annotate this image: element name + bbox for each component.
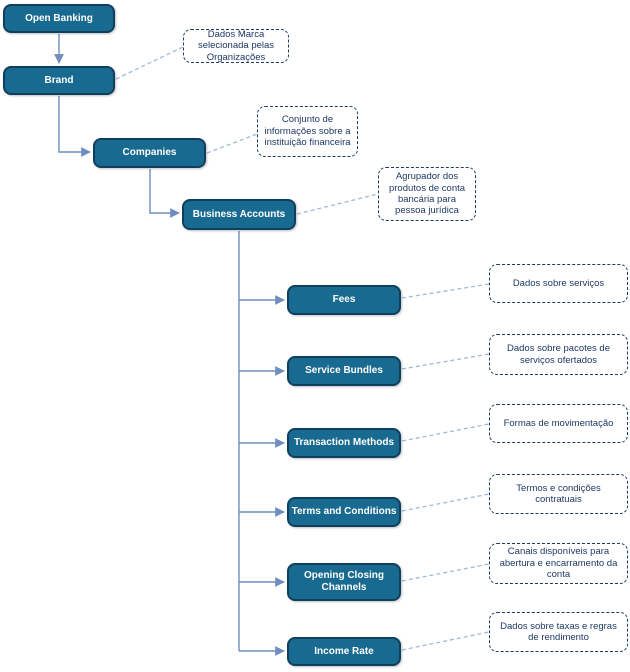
note-text: Dados sobre pacotes de serviços ofertado…	[507, 343, 610, 366]
node-label: Open Banking	[25, 12, 93, 24]
node-fees: Fees	[287, 285, 401, 315]
node-opening-closing-channels: Opening Closing Channels	[287, 563, 401, 601]
node-terms-and-conditions: Terms and Conditions	[287, 497, 401, 527]
note-business-accounts: Agrupador dos produtos de conta bancária…	[378, 167, 476, 221]
node-label: Companies	[122, 147, 177, 158]
note-service-bundles: Dados sobre pacotes de serviços ofertado…	[489, 334, 628, 375]
note-income-rate: Dados sobre taxas e regras de rendimento	[489, 612, 628, 652]
node-label: Opening Closing Channels	[304, 570, 384, 593]
note-terms-and-conditions: Termos e condições contratuais	[489, 474, 628, 514]
note-companies: Conjunto de informações sobre a institui…	[257, 106, 358, 157]
node-transaction-methods: Transaction Methods	[287, 428, 401, 458]
node-brand: Brand	[3, 66, 115, 95]
note-text: Dados Marca selecionada pelas Organizaçõ…	[197, 28, 275, 63]
node-income-rate: Income Rate	[287, 637, 401, 666]
note-text: Agrupador dos produtos de conta bancária…	[388, 171, 466, 217]
note-brand: Dados Marca selecionada pelas Organizaçõ…	[183, 29, 289, 63]
link-businessaccounts-note	[296, 193, 379, 215]
note-fees: Dados sobre serviços	[489, 264, 628, 303]
node-business-accounts: Business Accounts	[182, 199, 296, 230]
node-label: Service Bundles	[305, 365, 383, 376]
note-text: Formas de movimentação	[503, 417, 614, 429]
link-servicebundles-note	[401, 353, 490, 370]
note-text: Dados sobre serviços	[512, 277, 605, 289]
node-label: Terms and Conditions	[291, 506, 397, 517]
note-text: Conjunto de informações sobre a institui…	[264, 114, 351, 149]
node-label: Fees	[332, 294, 356, 305]
note-text: Canais disponíveis para abertura e encar…	[499, 546, 618, 581]
link-companies-note	[206, 133, 258, 154]
node-label: Transaction Methods	[293, 437, 394, 448]
link-transactionmethods-note	[401, 423, 490, 442]
node-label: Business Accounts	[192, 208, 286, 220]
note-opening-closing-channels: Canais disponíveis para abertura e encar…	[489, 543, 628, 584]
edge-brand-companies	[58, 96, 91, 157]
note-text: Dados sobre taxas e regras de rendimento	[500, 620, 617, 643]
node-label: Income Rate	[314, 645, 374, 657]
node-label: Brand	[44, 74, 74, 86]
link-brand-note	[115, 46, 184, 80]
node-companies: Companies	[93, 138, 206, 168]
link-termsandconditions-note	[401, 493, 490, 512]
edge-companies-businessaccounts	[149, 169, 180, 218]
note-text: Termos e condições contratuais	[516, 482, 601, 505]
link-incomerate-note	[401, 631, 490, 651]
node-open-banking: Open Banking	[3, 4, 115, 33]
node-service-bundles: Service Bundles	[287, 356, 401, 386]
note-transaction-methods: Formas de movimentação	[489, 404, 628, 443]
link-fees-note	[401, 283, 490, 299]
link-openingclosing-note	[401, 563, 490, 582]
